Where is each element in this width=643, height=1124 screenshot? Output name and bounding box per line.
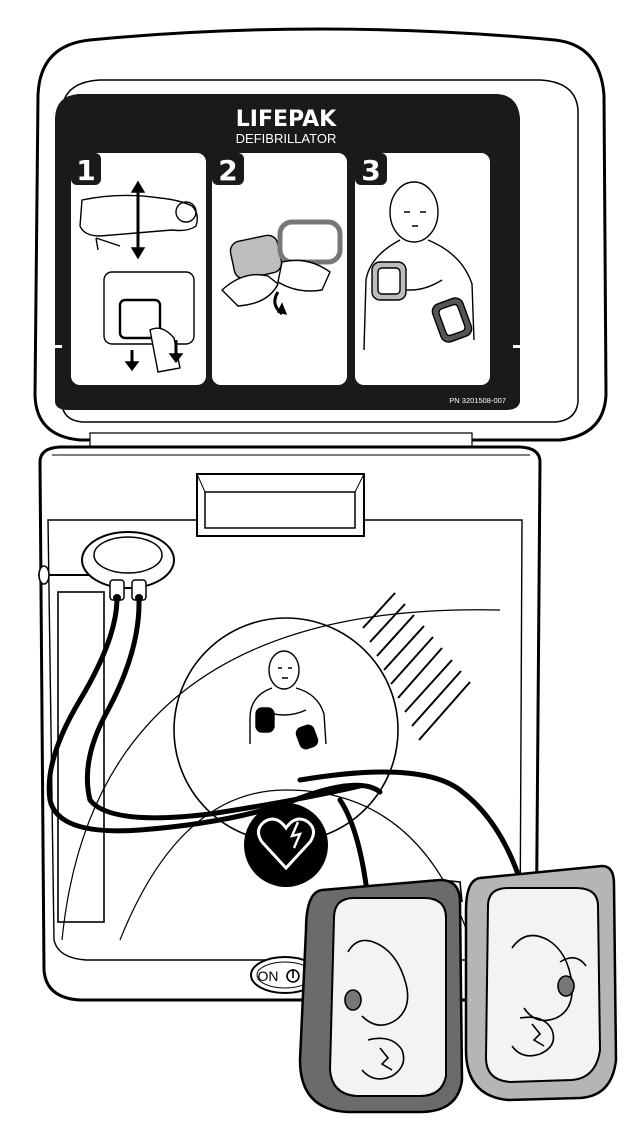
step-2-illustration <box>220 219 343 316</box>
step-3-number: 3 <box>361 154 380 187</box>
pad-right <box>464 864 618 1102</box>
pad-placement-diagram <box>249 650 327 750</box>
power-button[interactable]: ON <box>250 956 320 994</box>
status-display <box>196 473 365 537</box>
power-button-label: ON <box>258 968 279 984</box>
pad-left-diagram <box>344 939 409 1080</box>
step-2-number: 2 <box>218 154 237 187</box>
pad-left <box>298 878 464 1114</box>
cable-channel <box>57 591 105 923</box>
part-number: PN 3201508-007 <box>449 396 506 405</box>
pad-right-diagram <box>511 934 587 1057</box>
step-3-illustration <box>363 181 475 351</box>
brand-logo: LIFEPAK <box>236 107 337 132</box>
heart-shock-icon <box>244 803 328 887</box>
device-subtitle: DEFIBRILLATOR <box>236 131 337 146</box>
instruction-panel: LIFEPAK DEFIBRILLATOR 1 2 3 <box>55 94 520 410</box>
step-1-number: 1 <box>76 154 95 187</box>
cable-connector <box>38 531 175 602</box>
speaker-grille <box>362 592 471 741</box>
step-1-illustration <box>79 180 199 373</box>
lid-hinge <box>89 432 473 448</box>
